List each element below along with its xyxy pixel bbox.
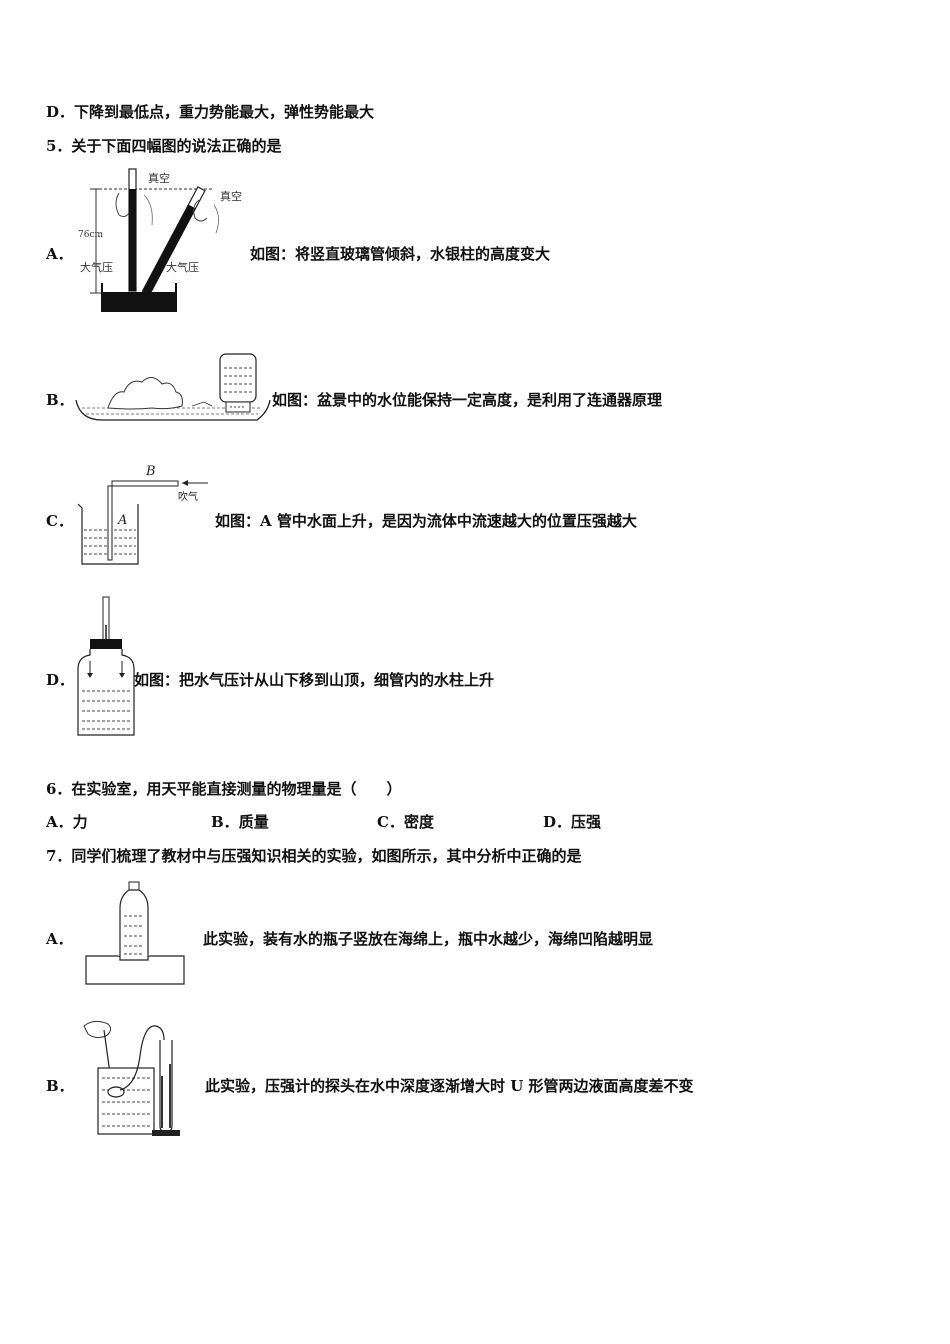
q5-option-c-text: 如图：A 管中水面上升，是因为流体中流速越大的位置压强越大 xyxy=(215,512,637,530)
vacuum-label-1: 真空 xyxy=(148,171,170,185)
blow-label: 吹气 xyxy=(178,490,198,503)
q5-option-a-text: 如图：将竖直玻璃管倾斜，水银柱的高度变大 xyxy=(250,245,551,263)
q5-stem: 5．关于下面四幅图的说法正确的是 xyxy=(46,137,282,155)
q6-option-d: D．压强 xyxy=(543,813,602,831)
height-label: 76cm xyxy=(78,230,103,240)
q7-option-b-text: 此实验，压强计的探头在水中深度逐渐增大时 U 形管两边液面高度差不变 xyxy=(205,1077,694,1095)
tube-a-label: A xyxy=(117,513,127,528)
atm-label-1: 大气压 xyxy=(80,260,113,274)
q5-option-b-text: 如图：盆景中的水位能保持一定高度，是利用了连通器原理 xyxy=(272,391,663,409)
bottle-sponge-figure xyxy=(84,880,188,988)
vacuum-label-2: 真空 xyxy=(220,189,242,203)
q6-option-c: C．密度 xyxy=(377,813,434,831)
barometer-figure xyxy=(76,595,138,740)
q7-option-b-letter: B． xyxy=(46,1077,74,1095)
q5-option-c-letter: C． xyxy=(46,512,73,530)
q5-option-b-letter: B． xyxy=(46,391,74,409)
torricelli-figure: 真空 真空 76cm 大气压 大气压 xyxy=(74,165,254,317)
q6-option-a: A．力 xyxy=(46,813,88,831)
tube-b-label: B xyxy=(145,464,156,479)
atm-label-2: 大气压 xyxy=(166,260,199,274)
q5-option-d-letter: D． xyxy=(46,671,75,689)
q7-option-a-text: 此实验，装有水的瓶子竖放在海绵上，瓶中水越少，海绵凹陷越明显 xyxy=(203,930,654,948)
airflow-figure: B 吹气 A xyxy=(74,460,214,570)
q7-stem: 7．同学们梳理了教材中与压强知识相关的实验，如图所示，其中分析中正确的是 xyxy=(46,847,582,865)
q4-option-d: D．下降到最低点，重力势能最大，弹性势能最大 xyxy=(46,103,375,121)
q6-stem: 6．在实验室，用天平能直接测量的物理量是（ ） xyxy=(46,780,402,798)
q6-option-b: B．质量 xyxy=(211,813,269,831)
q5-option-d-text: 如图：把水气压计从山下移到山顶，细管内的水柱上升 xyxy=(134,671,495,689)
manometer-figure xyxy=(76,1016,186,1138)
q5-option-a-letter: A． xyxy=(46,245,73,263)
q7-option-a-letter: A． xyxy=(46,930,73,948)
bonsai-figure xyxy=(72,350,272,425)
